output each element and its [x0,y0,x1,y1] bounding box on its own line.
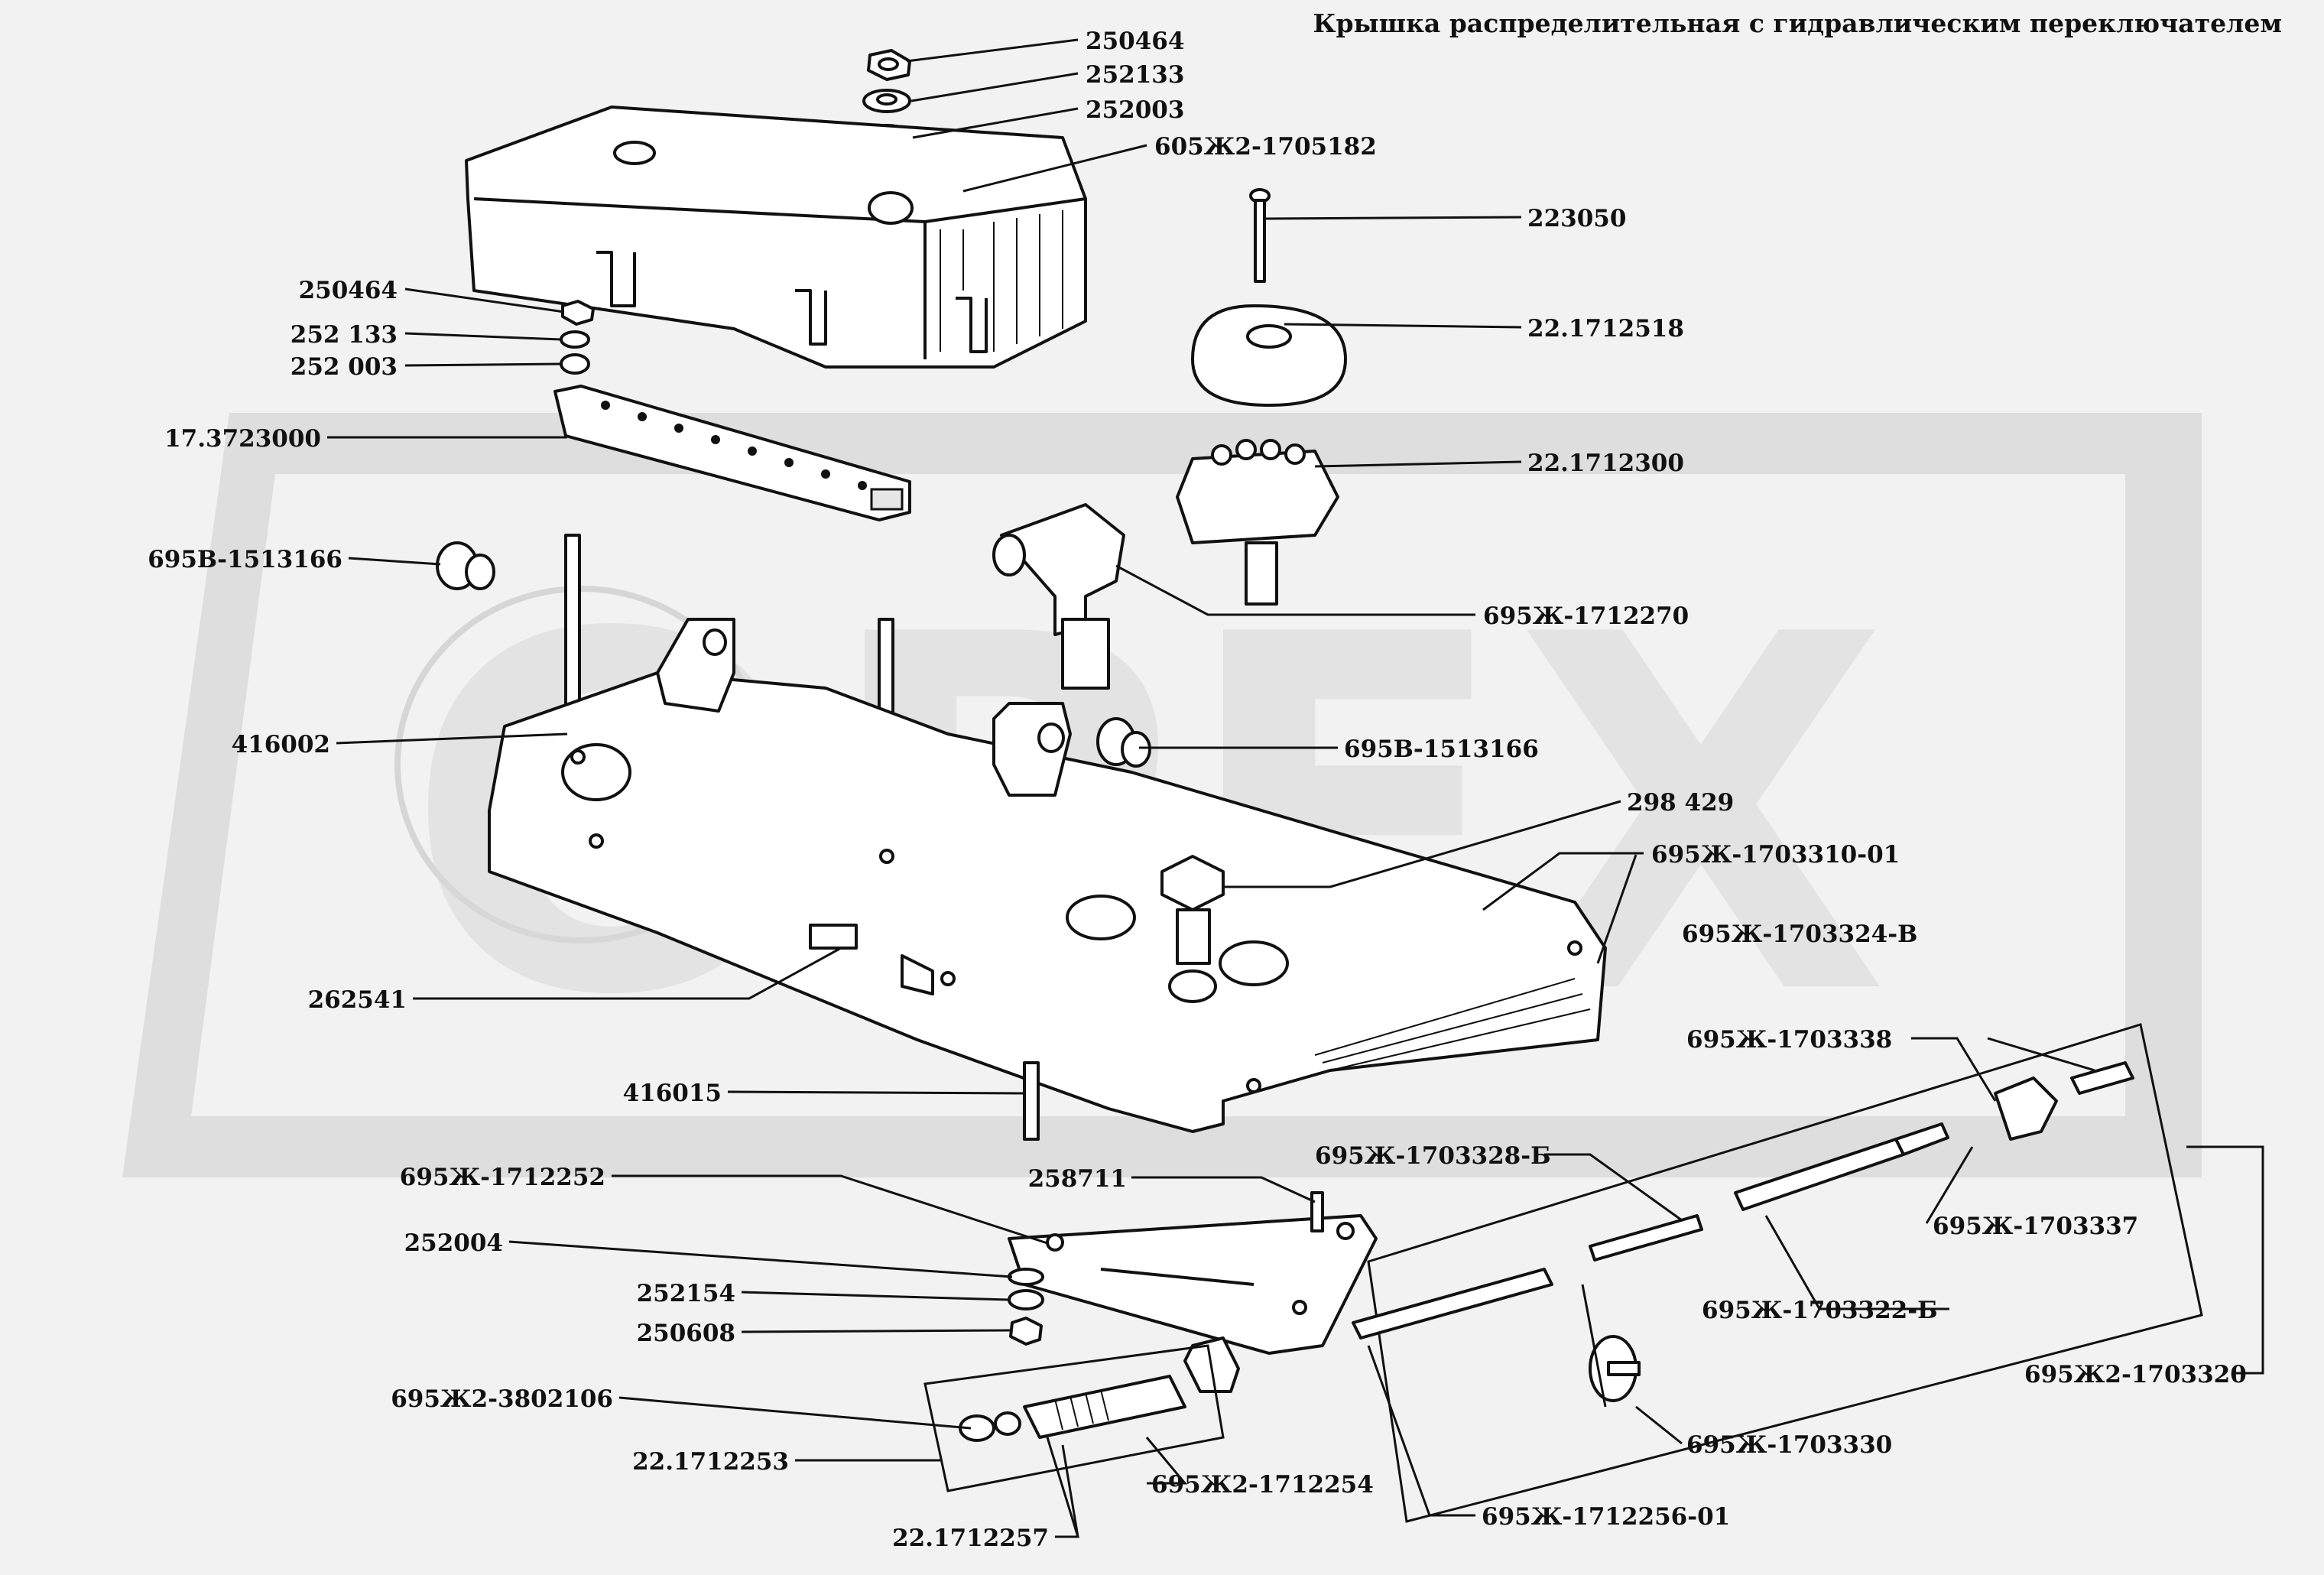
label-250464-left: 250464 [299,277,398,304]
label-17-3723000: 17.3723000 [164,425,321,453]
label-298429: 298 429 [1627,789,1734,817]
plug-mid [1096,717,1151,768]
stud-416015 [1023,1061,1040,1141]
label-223050: 223050 [1527,205,1626,232]
label-22-1712300: 22.1712300 [1527,450,1684,477]
diagram-title: Крышка распределительная с гидравлически… [1313,8,2282,38]
label-416015: 416015 [623,1080,722,1107]
label-695zh-1703324-v: 695Ж-1703324-В [1682,921,1917,948]
distribution-cover [488,618,1607,1133]
label-695v-1513166-left: 695В-1513166 [148,546,342,573]
switch-cap [1191,304,1347,407]
rod-assembly [1352,1023,2203,1523]
label-695zh-1703337: 695Ж-1703337 [1933,1213,2138,1240]
fitting-298429 [1160,855,1225,965]
valve-cover [465,106,1087,369]
label-22-1712253: 22.1712253 [632,1448,789,1476]
pressure-switch [1176,439,1339,606]
label-262541: 262541 [308,986,407,1014]
bracket-plate [1008,1191,1378,1393]
label-22-1712257: 22.1712257 [892,1525,1049,1552]
valve-assembly [923,1344,1225,1492]
label-250608: 250608 [637,1320,735,1347]
label-252003-top: 252003 [1086,96,1184,124]
label-695zh-1712270: 695Ж-1712270 [1483,602,1689,630]
bolt-223050 [1249,188,1271,283]
label-695zh-1712256-01: 695Ж-1712256-01 [1482,1503,1730,1531]
label-695zh-1703328-b: 695Ж-1703328-Б [1315,1142,1551,1170]
part-labels: 250464 252133 252003 605Ж2-1705182 22305… [148,28,2247,1552]
connector-bar [553,385,911,521]
label-252003-left: 252 003 [290,353,398,381]
label-252133-top: 252133 [1086,61,1184,89]
label-695zh2-1703320: 695Ж2-1703320 [2024,1361,2247,1388]
label-252133-left: 252 133 [290,321,398,349]
label-695v-1513166-mid: 695В-1513166 [1344,736,1539,763]
elbow-fitting [992,503,1125,690]
label-252004: 252004 [404,1229,503,1257]
label-695zh-1703322-b: 695Ж-1703322-Б [1702,1297,1938,1324]
label-695zh2-1712254: 695Ж2-1712254 [1151,1471,1374,1499]
label-695zh-1703330: 695Ж-1703330 [1686,1431,1892,1459]
label-252154: 252154 [637,1280,735,1307]
bracket-nut-washer-stack [1008,1268,1044,1346]
label-605zh2-1705182: 605Ж2-1705182 [1154,133,1377,161]
label-695zh2-3802106: 695Ж2-3802106 [391,1385,613,1413]
plug-left [436,541,495,590]
leader-lines [327,38,2264,1538]
label-695zh-1703338: 695Ж-1703338 [1686,1026,1892,1054]
label-22-1712518: 22.1712518 [1527,315,1684,343]
label-695zh-1703310-01: 695Ж-1703310-01 [1651,841,1900,869]
label-695zh-1712252: 695Ж-1712252 [400,1164,605,1191]
label-258711: 258711 [1028,1165,1127,1193]
label-416002: 416002 [232,731,330,758]
label-250464-top: 250464 [1086,28,1184,55]
left-nut-washer-stack [560,300,595,375]
